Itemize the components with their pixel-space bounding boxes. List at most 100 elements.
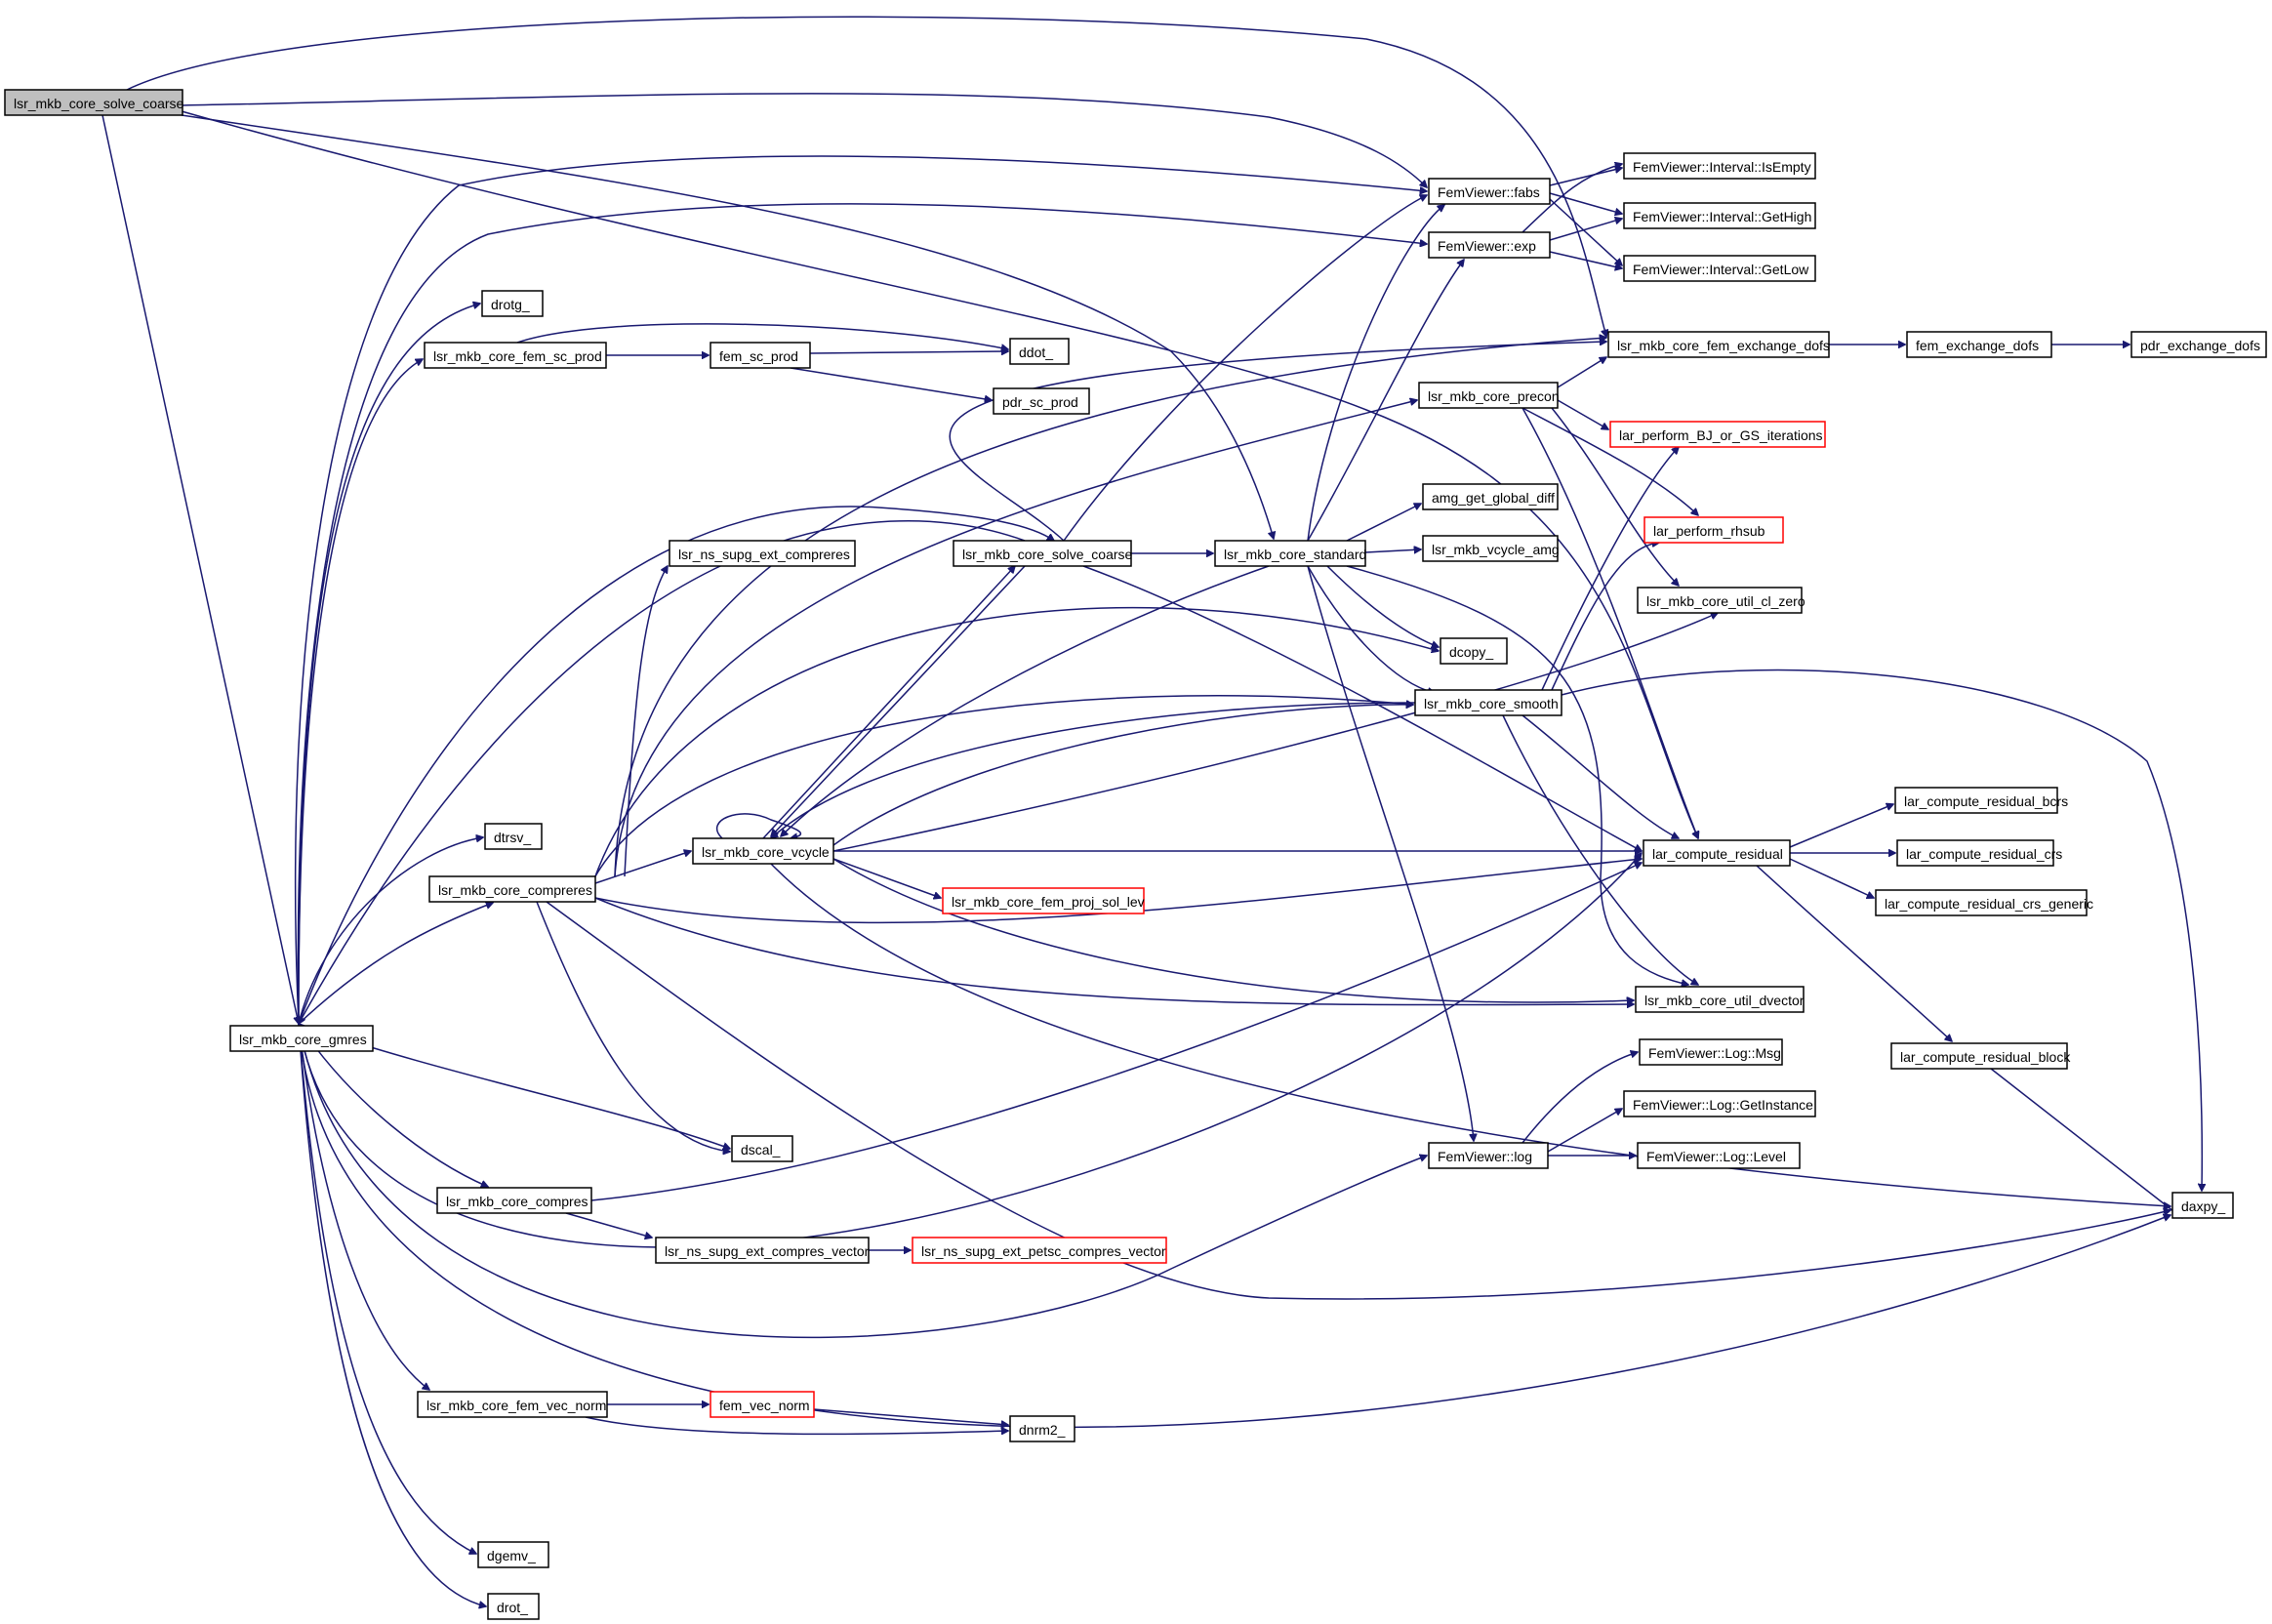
node-residblock[interactable]: lar_compute_residual_block: [1890, 1042, 2071, 1070]
node-petsccompres[interactable]: lsr_ns_supg_ext_petsc_compres_vector: [912, 1237, 1167, 1264]
edge-standard-dcopy: [1326, 565, 1439, 647]
node-rhsub[interactable]: lar_perform_rhsub: [1643, 516, 1784, 544]
node-residbcrs[interactable]: lar_compute_residual_bcrs: [1894, 787, 2068, 814]
svg-text:lsr_mkb_core_precon: lsr_mkb_core_precon: [1428, 388, 1560, 404]
edge-compreres-dcopy: [594, 606, 1439, 877]
node-smooth[interactable]: lsr_mkb_core_smooth: [1414, 689, 1562, 716]
node-compres[interactable]: lsr_mkb_core_compres: [436, 1187, 592, 1214]
node-bjgs[interactable]: lar_perform_BJ_or_GS_iterations: [1609, 421, 1826, 448]
node-resid[interactable]: lar_compute_residual: [1643, 839, 1791, 867]
edge-compres-resid: [590, 863, 1642, 1201]
node-loglevel[interactable]: FemViewer::Log::Level: [1637, 1142, 1801, 1169]
node-dcopy[interactable]: dcopy_: [1440, 637, 1508, 665]
node-vcycle[interactable]: lsr_mkb_core_vcycle: [692, 837, 834, 865]
edge-vcycle-smooth: [832, 705, 1413, 846]
node-logmsg[interactable]: FemViewer::Log::Msg: [1639, 1038, 1783, 1066]
edge-resid-residblock: [1756, 865, 1952, 1041]
node-fvlog[interactable]: FemViewer::log: [1428, 1142, 1549, 1169]
node-dvector[interactable]: lsr_mkb_core_util_dvector: [1635, 986, 1805, 1013]
edge-compreres-dvector: [594, 897, 1634, 1005]
edge-root-exdofs: [126, 16, 1606, 337]
edge-solvecoarse-vcycle: [771, 565, 1026, 836]
node-femexdofs[interactable]: fem_exchange_dofs: [1906, 331, 2052, 358]
svg-text:lsr_mkb_core_fem_proj_sol_lev: lsr_mkb_core_fem_proj_sol_lev: [952, 894, 1145, 910]
svg-text:lar_compute_residual_crs: lar_compute_residual_crs: [1906, 846, 2062, 862]
edge-solvecoarse-gmres: [299, 520, 1026, 1024]
edge-precon-clzero: [1551, 407, 1679, 586]
edge-solvecoarse-exdofs: [949, 342, 1606, 542]
node-solvecoarse2[interactable]: lsr_mkb_core_solve_coarse: [953, 540, 1133, 567]
node-clzero[interactable]: lsr_mkb_core_util_cl_zero: [1637, 587, 1805, 614]
svg-text:daxpy_: daxpy_: [2181, 1198, 2225, 1214]
edge-gmres-daxpy: [298, 1023, 2171, 1429]
edge-gmres-exp: [297, 203, 1427, 1025]
node-vecnorm[interactable]: lsr_mkb_core_fem_vec_norm: [417, 1391, 608, 1418]
edge-exp-gethigh: [1549, 219, 1622, 241]
node-compreres[interactable]: lsr_mkb_core_compreres: [428, 875, 596, 903]
edge-root-smooth-dvector: [181, 110, 1698, 838]
edge-precon-rhsub: [1521, 407, 1698, 515]
svg-text:FemViewer::fabs: FemViewer::fabs: [1438, 184, 1540, 200]
node-drotg[interactable]: drotg_: [481, 290, 544, 317]
node-projsol[interactable]: lsr_mkb_core_fem_proj_sol_lev: [942, 887, 1145, 914]
edge-gmres-scprod: [298, 359, 423, 1025]
svg-text:lsr_mkb_core_util_dvector: lsr_mkb_core_util_dvector: [1644, 993, 1805, 1008]
node-gmres[interactable]: lsr_mkb_core_gmres: [229, 1025, 374, 1052]
node-vcycleamg[interactable]: lsr_mkb_vcycle_amg: [1422, 535, 1560, 562]
edge-gmres-compres: [298, 1023, 488, 1187]
node-dnrm2[interactable]: dnrm2_: [1009, 1415, 1075, 1442]
node-precon[interactable]: lsr_mkb_core_precon: [1418, 382, 1560, 409]
edge-gmres-solvecoarse: [298, 506, 1054, 1025]
edge-compreres-resid: [594, 859, 1642, 924]
node-gethigh[interactable]: FemViewer::Interval::GetHigh: [1623, 202, 1816, 229]
node-daxpy[interactable]: daxpy_: [2171, 1192, 2234, 1219]
svg-text:amg_get_global_diff: amg_get_global_diff: [1432, 490, 1555, 506]
node-loginst[interactable]: FemViewer::Log::GetInstance: [1623, 1090, 1816, 1117]
node-fabs[interactable]: FemViewer::fabs: [1428, 178, 1551, 205]
svg-text:lsr_mkb_core_standard: lsr_mkb_core_standard: [1224, 547, 1366, 562]
svg-text:pdr_exchange_dofs: pdr_exchange_dofs: [2140, 338, 2260, 353]
svg-text:dnrm2_: dnrm2_: [1019, 1422, 1066, 1438]
node-pdrexdofs[interactable]: pdr_exchange_dofs: [2130, 331, 2267, 358]
node-compresvec[interactable]: lsr_ns_supg_ext_compres_vector: [655, 1237, 870, 1264]
node-femvecnorm[interactable]: fem_vec_norm: [710, 1391, 815, 1418]
node-residgen[interactable]: lar_compute_residual_crs_generic: [1875, 889, 2093, 916]
svg-text:drotg_: drotg_: [491, 297, 530, 312]
node-exdofs[interactable]: lsr_mkb_core_fem_exchange_dofs: [1607, 331, 1830, 358]
node-dscal[interactable]: dscal_: [731, 1135, 793, 1162]
svg-text:drot_: drot_: [497, 1600, 528, 1615]
svg-text:FemViewer::Log::GetInstance: FemViewer::Log::GetInstance: [1633, 1097, 1813, 1113]
node-nssupg[interactable]: lsr_ns_supg_ext_compreres: [669, 540, 856, 567]
node-amgdiff[interactable]: amg_get_global_diff: [1422, 483, 1559, 510]
node-scprod[interactable]: lsr_mkb_core_fem_sc_prod: [424, 342, 607, 369]
svg-text:fem_sc_prod: fem_sc_prod: [719, 348, 798, 364]
node-dgemv[interactable]: dgemv_: [477, 1541, 549, 1568]
svg-text:lar_perform_BJ_or_GS_iteration: lar_perform_BJ_or_GS_iterations: [1619, 427, 1823, 443]
edge-standard-smooth: [1307, 565, 1435, 693]
edge-exp-getlow: [1549, 251, 1622, 268]
edge-compreres-daxpy: [546, 901, 2171, 1300]
node-getlow[interactable]: FemViewer::Interval::GetLow: [1623, 255, 1816, 282]
edge-smooth-bjgs: [1541, 447, 1679, 691]
node-pdrscprod[interactable]: pdr_sc_prod: [993, 387, 1090, 415]
node-root[interactable]: lsr_mkb_core_solve_coarse: [4, 89, 184, 116]
svg-text:FemViewer::Log::Level: FemViewer::Log::Level: [1646, 1149, 1786, 1164]
edge-standard-exp: [1307, 260, 1464, 542]
svg-text:lsr_ns_supg_ext_compreres: lsr_ns_supg_ext_compreres: [678, 547, 850, 562]
edge-gmres-dgemv: [298, 1023, 476, 1554]
node-drot[interactable]: drot_: [487, 1593, 540, 1620]
edge-compreres-exdofs: [614, 338, 1606, 877]
edge-standard-vcycleamg: [1364, 549, 1421, 552]
edge-compreres-dscal: [536, 901, 730, 1152]
node-dtrsv[interactable]: dtrsv_: [484, 823, 543, 850]
node-residcrs[interactable]: lar_compute_residual_crs: [1896, 839, 2062, 867]
edges: [101, 16, 2202, 1606]
svg-text:lsr_mkb_core_fem_exchange_dofs: lsr_mkb_core_fem_exchange_dofs: [1617, 338, 1830, 353]
node-standard[interactable]: lsr_mkb_core_standard: [1214, 540, 1366, 567]
node-exp[interactable]: FemViewer::exp: [1428, 231, 1551, 259]
node-ddot[interactable]: ddot_: [1009, 338, 1070, 365]
edge-fabs-isempty: [1549, 168, 1622, 186]
node-isempty[interactable]: FemViewer::Interval::IsEmpty: [1623, 152, 1816, 180]
edge-fabs-getlow: [1549, 198, 1622, 265]
node-femscprod[interactable]: fem_sc_prod: [710, 342, 811, 369]
